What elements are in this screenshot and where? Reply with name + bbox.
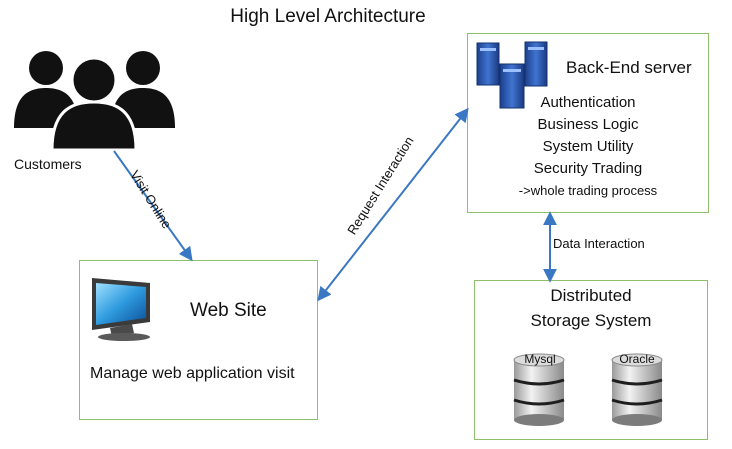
backend-title: Back-End server <box>566 58 692 77</box>
storage-box <box>474 280 708 440</box>
monitor-icon <box>92 278 150 341</box>
database-icon-oracle <box>611 353 663 426</box>
backend-line-system-utility: System Utility <box>542 138 634 155</box>
backend-line-trading-process: ->whole trading process <box>518 183 658 198</box>
database-label-oracle: Oracle <box>619 352 655 366</box>
backend-line-business-logic: Business Logic <box>537 116 639 133</box>
website-title: Web Site <box>190 300 267 321</box>
storage-title-line1: Distributed <box>550 286 632 305</box>
website-caption: Manage web application visit <box>90 365 295 382</box>
storage-title-line2: Storage System <box>530 311 652 330</box>
database-label-mysql: Mysql <box>524 352 556 366</box>
request-interaction-arrow <box>317 107 469 302</box>
diagram-title: High Level Architecture <box>230 6 426 27</box>
visit-online-arrow <box>113 150 193 262</box>
backend-line-security-trading: Security Trading <box>533 160 643 177</box>
edge-label-data-interaction: Data Interaction <box>553 236 645 251</box>
people-group-icon <box>14 51 175 152</box>
customers-label: Customers <box>14 156 82 172</box>
backend-line-authentication: Authentication <box>540 94 636 111</box>
servers-icon <box>476 41 548 109</box>
database-icon-mysql <box>513 353 565 426</box>
